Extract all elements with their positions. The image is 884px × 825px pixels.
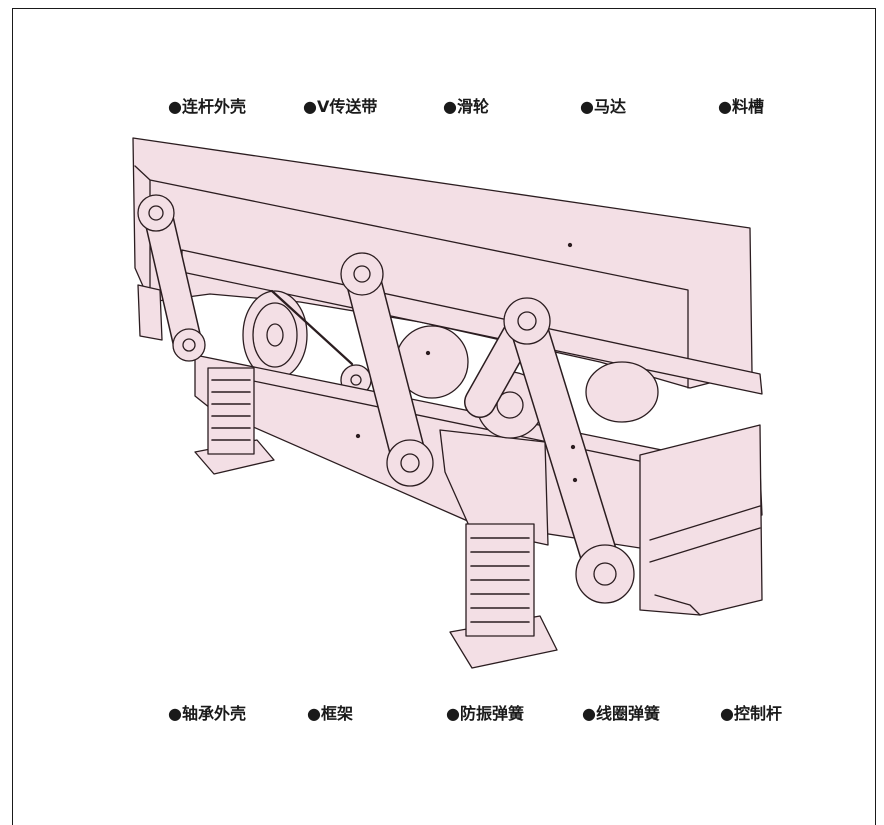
label-connecting-rod-housing: ●连杆外壳 [168, 97, 246, 116]
dot [567, 242, 573, 248]
center-spring [449, 523, 558, 669]
label-pulley: ●滑轮 [443, 97, 489, 116]
label-control-lever: ●控制杆 [720, 704, 782, 723]
trough-left-edge [134, 165, 151, 303]
middle-link-arm [344, 257, 428, 480]
label-v-belt: ●V传送带 [303, 97, 378, 116]
dot [355, 433, 361, 439]
i-beam-foot [654, 594, 701, 616]
frame-right-box [639, 424, 763, 616]
joint-top-left [137, 194, 175, 232]
joint-middle-top [340, 252, 384, 296]
motor-dot [425, 350, 431, 356]
joint-right-bottom [575, 544, 635, 604]
label-bearing-housing: ●轴承外壳 [168, 704, 246, 723]
left-spring [194, 367, 275, 475]
label-trough: ●料槽 [718, 97, 764, 116]
label-coil-spring: ●线圈弹簧 [582, 704, 660, 723]
joint-right-top [503, 297, 551, 345]
v-belt-pulley [242, 290, 308, 380]
frame-left-post [137, 284, 163, 341]
joint-left-lower [172, 328, 206, 362]
i-beam-line-upper [649, 505, 761, 541]
trough-lip [149, 179, 689, 389]
dot [570, 444, 576, 450]
small-pulley-hub [350, 374, 362, 386]
rear-roller [585, 361, 659, 423]
label-anti-vibration-spring: ●防振弹簧 [446, 704, 524, 723]
left-link-arm [143, 200, 203, 360]
joint-middle-bottom [386, 439, 434, 487]
diagram-frame [12, 8, 876, 825]
right-link-arm [508, 303, 624, 594]
label-frame: ●框架 [307, 704, 353, 723]
i-beam-line-lower [649, 527, 761, 563]
label-motor: ●马达 [580, 97, 626, 116]
dot [572, 477, 578, 483]
